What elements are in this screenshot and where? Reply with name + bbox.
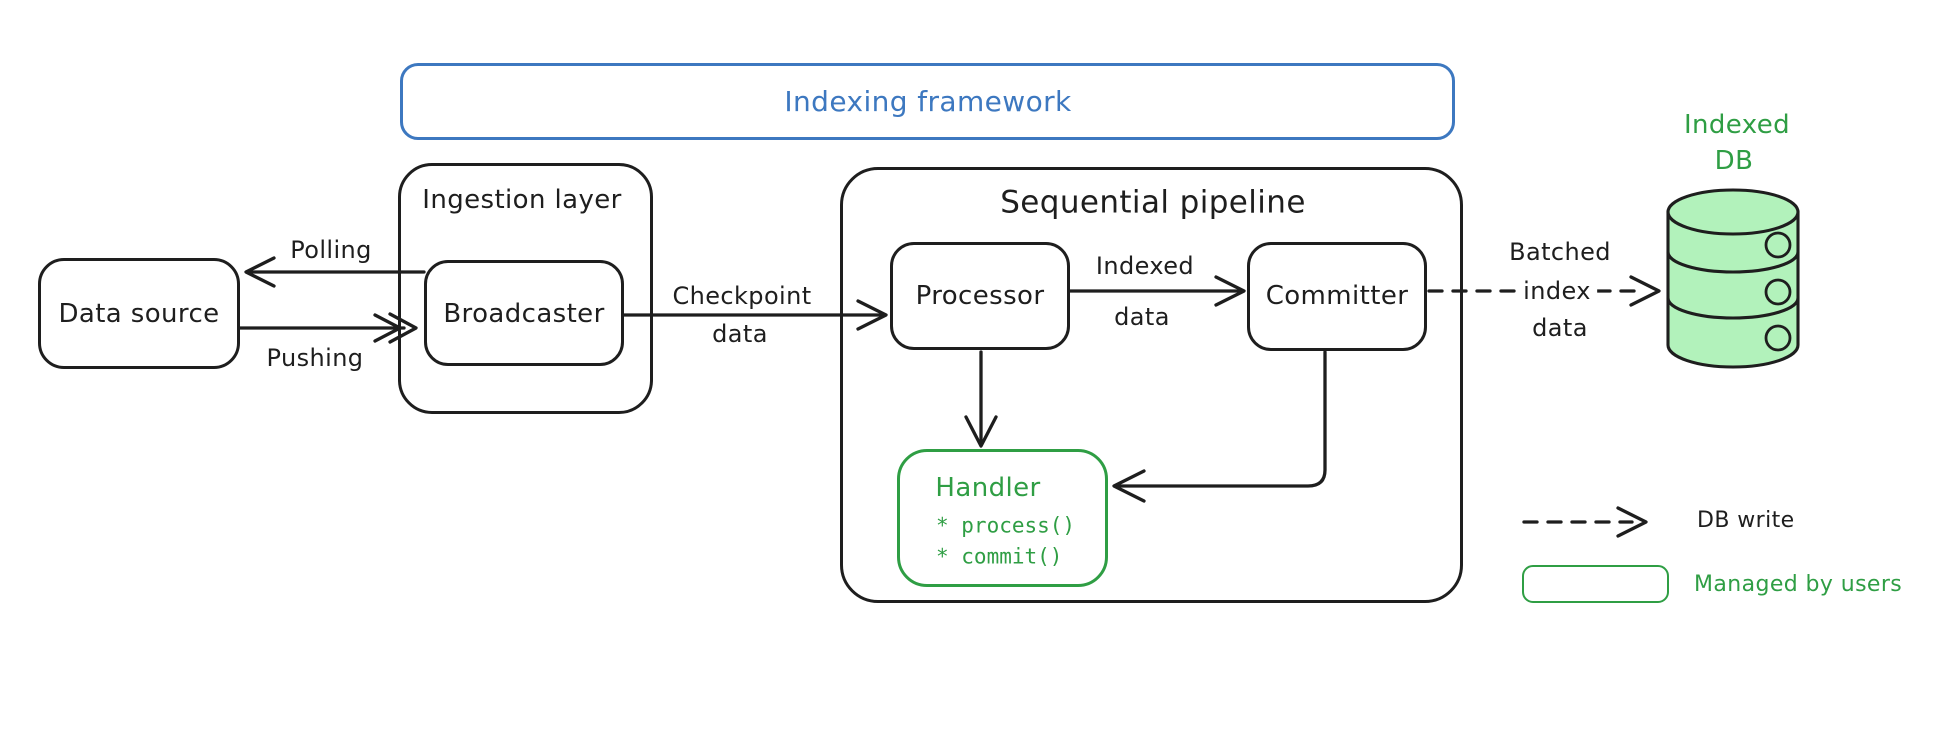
checkpoint-label-line1: Checkpoint — [672, 282, 812, 310]
polling-arrow — [244, 256, 426, 288]
committer-box — [1247, 242, 1427, 351]
batched-index-label-line2: index — [1517, 277, 1597, 305]
indexed-db-label-line1: Indexed — [1683, 110, 1791, 140]
checkpoint-label-line2: data — [712, 320, 768, 348]
database-icon — [1666, 188, 1800, 369]
data-source-label: Data source — [58, 299, 220, 329]
legend-db-write-label: DB write — [1697, 508, 1795, 533]
batched-index-label-line1: Batched — [1509, 238, 1611, 266]
indexed-data-arrow — [1068, 275, 1246, 307]
pushing-label: Pushing — [266, 344, 364, 372]
indexed-db-label-line2: DB — [1714, 146, 1754, 176]
processor-box — [890, 242, 1070, 350]
batched-index-label-line3: data — [1532, 314, 1588, 342]
sequential-pipeline-box — [840, 167, 1463, 603]
handler-box — [897, 449, 1108, 587]
indexing-framework-frame — [400, 63, 1455, 140]
processor-to-handler-arrow — [964, 350, 998, 448]
processor-label: Processor — [915, 281, 1045, 311]
committer-to-handler-arrow — [1112, 350, 1327, 503]
handler-method-commit: * commit() — [936, 544, 1063, 569]
handler-title: Handler — [935, 473, 1041, 503]
legend-managed-box — [1522, 565, 1669, 603]
data-source-box — [38, 258, 240, 369]
legend-dashed-arrow — [1522, 506, 1648, 538]
ingestion-layer-box — [398, 163, 653, 414]
ingestion-layer-label: Ingestion layer — [422, 185, 622, 215]
indexed-data-label-line2: data — [1114, 303, 1170, 331]
indexing-framework-title: Indexing framework — [784, 85, 1072, 118]
pushing-arrow — [238, 312, 418, 344]
committer-label: Committer — [1265, 281, 1409, 311]
handler-method-process: * process() — [936, 513, 1076, 538]
broadcaster-label: Broadcaster — [443, 299, 605, 329]
checkpoint-arrow — [622, 299, 888, 331]
legend-managed-label: Managed by users — [1694, 572, 1903, 597]
polling-label: Polling — [290, 236, 372, 264]
indexed-data-label-line1: Indexed — [1095, 252, 1195, 280]
broadcaster-box — [424, 260, 624, 366]
sequential-pipeline-label: Sequential pipeline — [1000, 184, 1306, 221]
